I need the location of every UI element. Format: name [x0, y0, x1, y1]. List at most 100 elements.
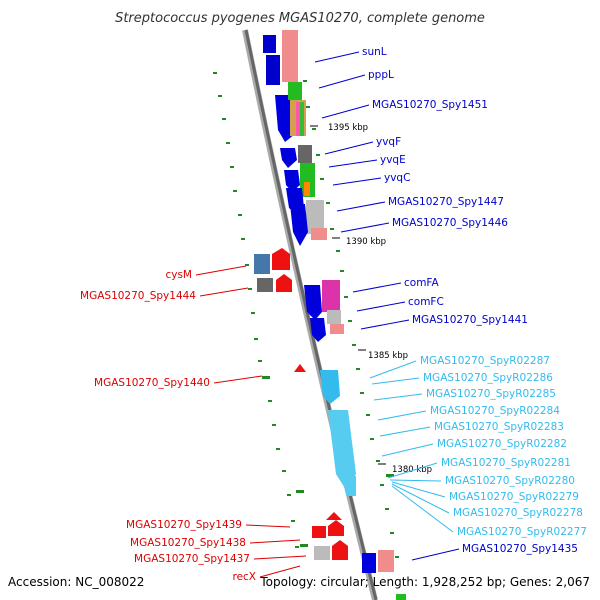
feature-arrow[interactable] — [290, 204, 308, 246]
feature-label[interactable]: MGAS10270_SpyR02278 — [453, 507, 583, 519]
feature-stripe — [300, 102, 304, 136]
kbp-tick-label: 1380 kbp — [392, 465, 432, 475]
label-leader-line — [389, 479, 442, 482]
feature-box-gray[interactable] — [298, 145, 312, 163]
feature-box-magenta[interactable] — [322, 280, 340, 312]
feature-box-red[interactable] — [312, 526, 326, 538]
feature-label[interactable]: MGAS10270_Spy1444 — [80, 290, 196, 302]
feature-label[interactable]: MGAS10270_SpyR02282 — [437, 438, 567, 450]
feature-box-steelblue[interactable] — [254, 254, 270, 274]
feature-label[interactable]: MGAS10270_Spy1438 — [130, 537, 246, 549]
feature-rna-block[interactable] — [346, 476, 356, 496]
kbp-tick-label: 1395 kbp — [328, 123, 368, 133]
feature-box-pink[interactable] — [378, 550, 394, 572]
feature-label[interactable]: recX — [232, 571, 256, 583]
gc-dash — [233, 190, 237, 192]
feature-arrow[interactable] — [263, 35, 276, 53]
feature-label[interactable]: MGAS10270_Spy1439 — [126, 519, 242, 531]
gc-dash — [218, 95, 222, 97]
feature-arrow-red[interactable] — [332, 540, 348, 560]
label-leader-line — [314, 51, 360, 63]
feature-label[interactable]: pppL — [368, 69, 394, 81]
map-title: Streptococcus pyogenes MGAS10270, comple… — [115, 11, 485, 26]
label-leader-line — [318, 74, 366, 89]
feature-label[interactable]: yvqC — [384, 172, 410, 184]
gc-dash — [370, 438, 374, 440]
gc-dash — [390, 532, 394, 534]
feature-arrow-red-small[interactable] — [294, 364, 306, 372]
feature-rna-arrow-large[interactable] — [328, 410, 356, 490]
gc-dash — [320, 178, 324, 180]
feature-label[interactable]: MGAS10270_SpyR02286 — [423, 372, 553, 384]
feature-label[interactable]: MGAS10270_SpyR02279 — [449, 491, 579, 503]
gc-dash — [303, 80, 307, 82]
feature-box-green[interactable] — [396, 594, 406, 600]
feature-arrow-red[interactable] — [276, 274, 292, 292]
feature-label[interactable]: MGAS10270_SpyR02281 — [441, 457, 571, 469]
gc-dash — [352, 344, 356, 346]
kbp-tick-label: 1385 kbp — [368, 351, 408, 361]
gc-dash-long — [296, 490, 304, 493]
feature-box-pink[interactable] — [330, 324, 344, 334]
feature-box-gray[interactable] — [257, 278, 273, 292]
feature-box-green[interactable] — [300, 163, 315, 197]
feature-arrow[interactable] — [304, 285, 322, 320]
label-leader-line — [369, 360, 417, 379]
feature-label[interactable]: MGAS10270_Spy1440 — [94, 377, 210, 389]
label-leader-line — [195, 265, 247, 276]
feature-label[interactable]: MGAS10270_Spy1446 — [392, 217, 508, 229]
feature-label[interactable]: MGAS10270_SpyR02285 — [426, 388, 556, 400]
feature-label[interactable]: MGAS10270_Spy1447 — [388, 196, 504, 208]
gc-dash — [238, 214, 242, 216]
gc-dash — [282, 470, 286, 472]
feature-label[interactable]: MGAS10270_Spy1451 — [372, 99, 488, 111]
feature-label[interactable]: MGAS10270_Spy1437 — [134, 553, 250, 565]
feature-label[interactable]: comFA — [404, 277, 440, 289]
feature-label[interactable]: MGAS10270_SpyR02277 — [457, 526, 587, 538]
feature-arrow[interactable] — [266, 55, 280, 85]
feature-arrow[interactable] — [284, 170, 300, 192]
feature-arrow-red[interactable] — [328, 520, 344, 536]
feature-label[interactable]: cysM — [165, 269, 192, 281]
feature-box-pink[interactable] — [282, 30, 298, 82]
gc-dash — [295, 546, 299, 548]
feature-arrow[interactable] — [280, 148, 297, 168]
feature-label[interactable]: comFC — [408, 296, 444, 308]
gc-dash — [251, 312, 255, 314]
feature-box-green[interactable] — [288, 82, 302, 100]
gc-dash — [230, 166, 234, 168]
label-leader-line — [381, 443, 434, 457]
genome-backbone — [244, 29, 378, 600]
feature-label[interactable]: MGAS10270_Spy1435 — [462, 543, 578, 555]
label-leader-line — [391, 483, 450, 514]
label-leader-line — [387, 462, 438, 479]
feature-box-pink[interactable] — [311, 228, 327, 240]
gc-dash — [340, 270, 344, 272]
feature-box-gray[interactable] — [327, 310, 341, 324]
feature-label[interactable]: MGAS10270_SpyR02283 — [434, 421, 564, 433]
feature-rna-arrow[interactable] — [320, 370, 340, 404]
gc-dash — [356, 368, 360, 370]
gc-dash — [287, 494, 291, 496]
feature-arrow[interactable] — [362, 553, 376, 573]
gc-dash — [241, 238, 245, 240]
gc-dash — [226, 142, 230, 144]
feature-label[interactable]: yvqE — [380, 154, 406, 166]
feature-label[interactable]: MGAS10270_SpyR02284 — [430, 405, 560, 417]
feature-label[interactable]: yvqF — [376, 136, 401, 148]
feature-arrow-red-small[interactable] — [326, 512, 342, 520]
gc-dash — [348, 320, 352, 322]
feature-box-gray[interactable] — [314, 546, 330, 560]
feature-arrow[interactable] — [310, 318, 326, 342]
feature-arrow-red[interactable] — [272, 248, 290, 270]
feature-box-gray[interactable] — [306, 200, 324, 234]
feature-label[interactable]: MGAS10270_SpyR02280 — [445, 475, 575, 487]
label-leader-line — [356, 301, 406, 312]
label-leader-line — [328, 159, 378, 168]
feature-label[interactable]: sunL — [362, 46, 387, 58]
feature-label[interactable]: MGAS10270_SpyR02287 — [420, 355, 550, 367]
feature-label[interactable]: MGAS10270_Spy1441 — [412, 314, 528, 326]
label-leader-line — [360, 319, 410, 330]
gc-content-track — [213, 72, 399, 558]
label-leader-line — [391, 481, 446, 498]
